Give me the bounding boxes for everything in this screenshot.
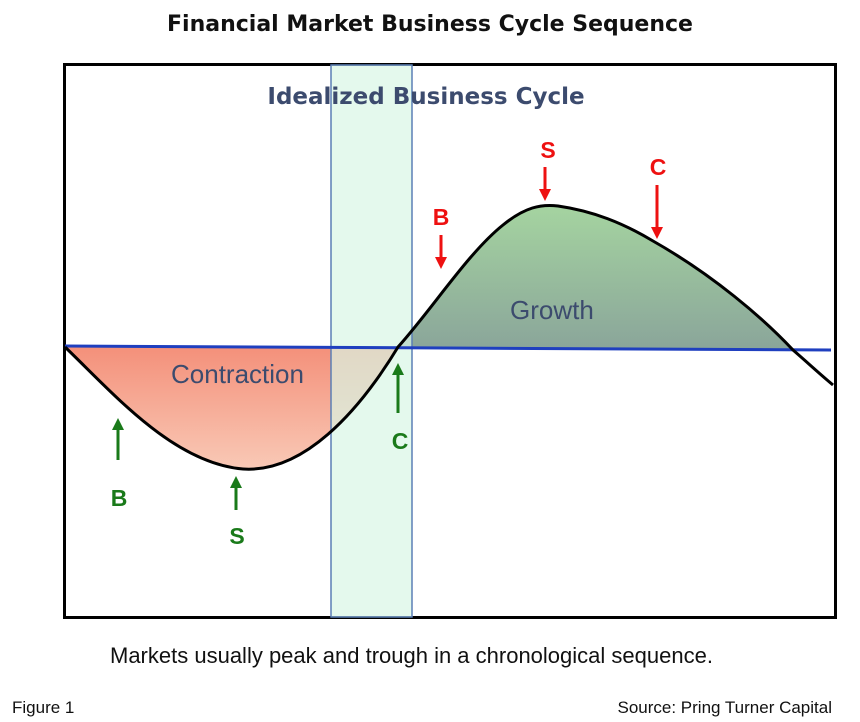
phase-label-growth: Growth [510,295,594,325]
marker-letter: S [540,137,555,163]
contraction-region [65,347,398,470]
figure-label: Figure 1 [12,698,75,717]
contraction-marker-bonds: B [111,418,128,511]
marker-letter: C [392,428,409,454]
contraction-marker-commodities: C [392,363,409,454]
baseline [64,344,832,352]
growth-region [398,205,793,350]
marker-letter: B [111,485,128,511]
business-cycle-diagram: Idealized Business Cycle Contraction Gro… [63,63,837,619]
growth-marker-stocks: S [539,137,556,201]
cycle-curve [63,204,834,471]
contraction-marker-stocks: S [229,476,245,549]
marker-letter: S [229,523,244,549]
marker-letter: C [650,154,667,180]
growth-marker-bonds: B [433,204,450,269]
figure-caption: Markets usually peak and trough in a chr… [110,643,713,668]
highlight-band [330,64,413,618]
diagram-subtitle: Idealized Business Cycle [267,84,584,110]
growth-marker-commodities: C [650,154,667,239]
source-credit: Source: Pring Turner Capital [617,698,833,717]
marker-letter: B [433,204,450,230]
page-title: Financial Market Business Cycle Sequence [167,12,693,37]
phase-label-contraction: Contraction [171,359,304,389]
